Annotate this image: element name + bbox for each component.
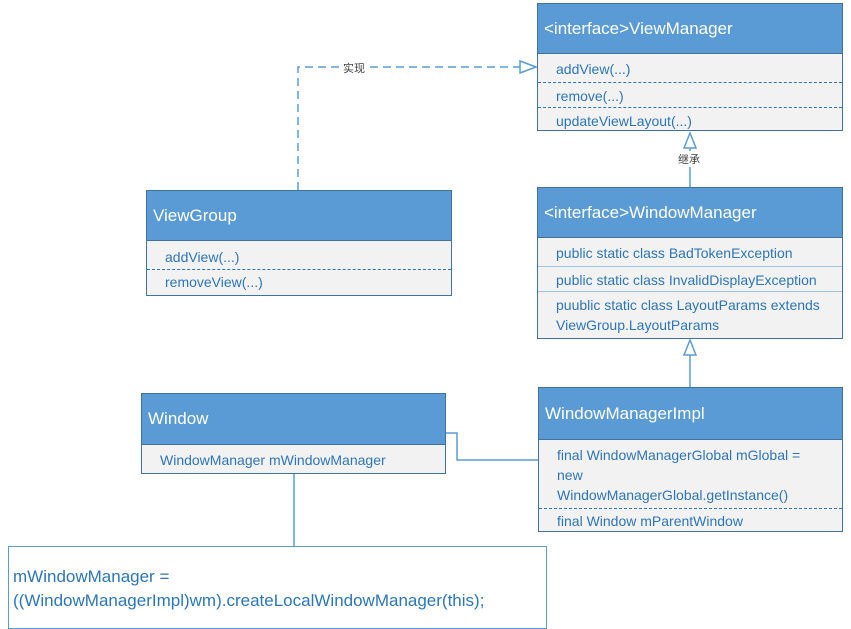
implements-connector <box>297 66 520 190</box>
implements-label: 实现 <box>341 60 367 76</box>
association-connector <box>446 432 538 461</box>
extends-arrowhead <box>682 130 698 149</box>
window-manager-impl-field-line: final WindowManagerGlobal mGlobal = <box>557 447 801 463</box>
window-manager-member-line: puublic static class LayoutParams extend… <box>556 297 820 313</box>
view-manager-method: addView(...) <box>556 61 631 77</box>
window-manager-member: puublic static class LayoutParams extend… <box>538 291 842 337</box>
window-manager-impl-field: final WindowManagerGlobal mGlobal = new … <box>539 440 842 508</box>
window-manager-member-line: ViewGroup.LayoutParams <box>556 317 720 333</box>
implements-arrowhead <box>519 59 539 75</box>
window-manager-impl-field: final Window mParentWindow <box>539 508 842 531</box>
view-manager-class: <interface>ViewManager addView(...) remo… <box>537 3 843 131</box>
view-manager-method: updateViewLayout(...) <box>538 107 842 131</box>
window-manager-class: <interface>WindowManager public static c… <box>537 187 843 339</box>
window-field: WindowManager mWindowManager <box>160 452 386 468</box>
code-note: mWindowManager = ((WindowManagerImpl)wm)… <box>8 546 547 629</box>
window-manager-title: <interface>WindowManager <box>538 188 842 238</box>
view-manager-method: remove(...) <box>538 82 842 107</box>
window-manager-member: public static class InvalidDisplayExcept… <box>538 266 842 291</box>
view-group-title: ViewGroup <box>147 191 451 241</box>
impl-arrowhead <box>682 337 698 356</box>
window-manager-member: public static class BadTokenException <box>556 245 793 261</box>
view-group-method: removeView(...) <box>147 269 451 295</box>
window-manager-impl-field-line: new <box>557 467 583 483</box>
window-manager-impl-title: WindowManagerImpl <box>539 388 842 440</box>
window-manager-impl-class: WindowManagerImpl final WindowManagerGlo… <box>538 387 843 532</box>
window-title: Window <box>142 394 445 445</box>
window-class: Window WindowManager mWindowManager <box>141 393 446 474</box>
window-manager-impl-field-line: WindowManagerGlobal.getInstance() <box>557 487 789 503</box>
view-group-class: ViewGroup addView(...) removeView(...) <box>146 190 452 296</box>
extends-label: 继承 <box>676 151 702 167</box>
code-note-line: mWindowManager = <box>13 567 170 586</box>
code-note-line: ((WindowManagerImpl)wm).createLocalWindo… <box>13 591 485 610</box>
view-group-method: addView(...) <box>165 249 240 265</box>
view-manager-title: <interface>ViewManager <box>538 4 842 54</box>
